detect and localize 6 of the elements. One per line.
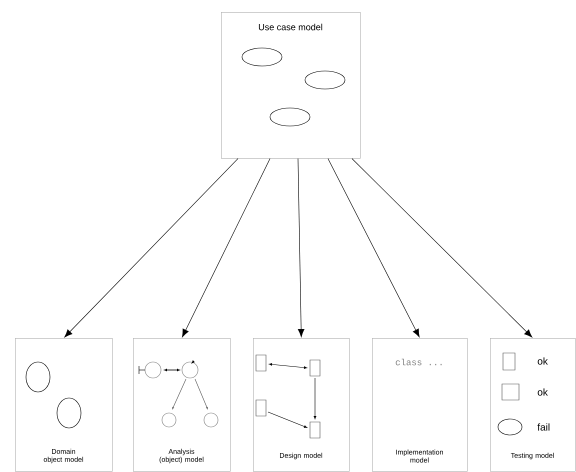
arrow <box>328 158 420 338</box>
arrow <box>64 158 238 338</box>
model-box: Use case model <box>221 12 361 159</box>
arrow <box>298 158 304 338</box>
arrow <box>352 158 532 338</box>
arrow <box>182 158 270 338</box>
